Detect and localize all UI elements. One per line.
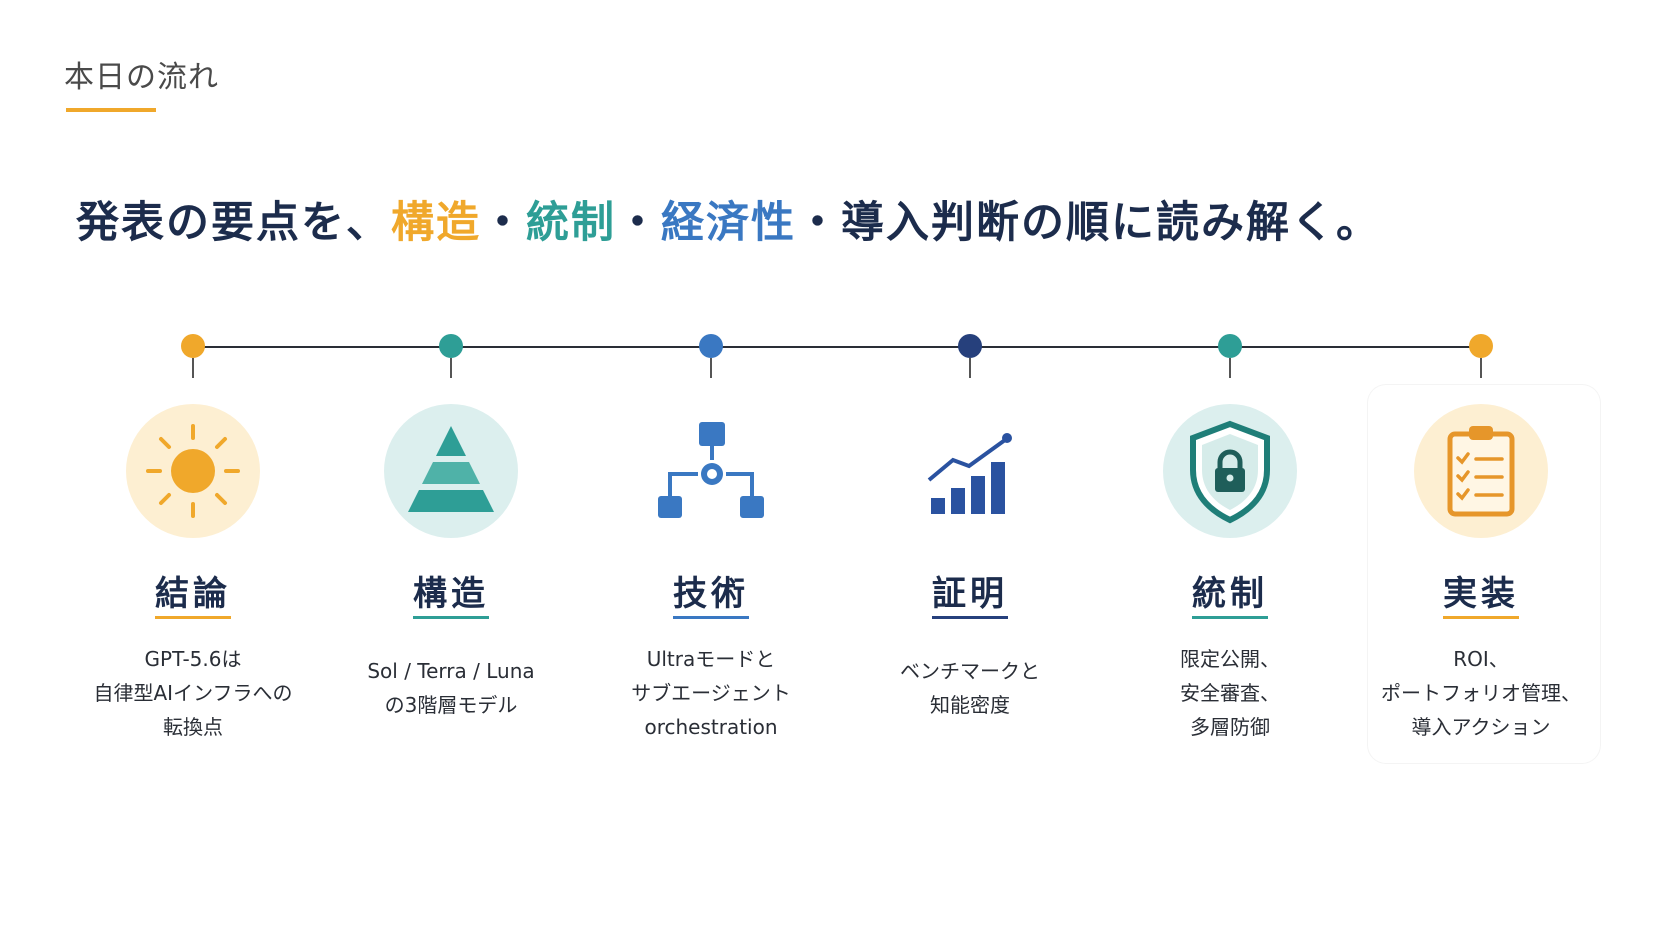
step-description: ベンチマークと 知能密度: [840, 654, 1100, 722]
headline-separator: ・: [481, 198, 526, 248]
timeline-stem: [969, 358, 971, 378]
step-description: ROI、 ポートフォリオ管理、 導入アクション: [1351, 642, 1611, 744]
step-desc-line: Ultraモードと: [646, 647, 776, 671]
step-label: 統制: [1192, 574, 1268, 614]
step-desc-line: ROI、: [1453, 647, 1509, 671]
step-desc-line: の3階層モデル: [384, 693, 518, 717]
step-label: 技術: [673, 574, 749, 614]
headline-keyword-governance: 統制: [526, 198, 616, 248]
step-desc-line: GPT-5.6は: [144, 647, 242, 671]
headline-separator: ・: [616, 198, 661, 248]
timeline-stem: [192, 358, 194, 378]
headline-suffix: の順に読み解く。: [1021, 198, 1381, 248]
headline-separator: ・: [796, 198, 841, 248]
pyramid-icon: [384, 404, 518, 538]
timeline-stem: [1480, 358, 1482, 378]
step-label: 結論: [155, 574, 231, 614]
headline-keyword-economics: 経済性: [661, 198, 796, 248]
timeline-dot: [958, 334, 982, 358]
step-label: 証明: [932, 574, 1008, 614]
title-underline: [66, 108, 156, 112]
step-desc-line: ベンチマークと: [900, 659, 1040, 683]
timeline-dot: [1218, 334, 1242, 358]
step-desc-line: orchestration: [644, 715, 778, 739]
step-underline: [1192, 616, 1268, 619]
timeline-stem: [450, 358, 452, 378]
step-desc-line: 安全審査、: [1180, 681, 1280, 705]
step-desc-line: 自律型AIインフラへの: [93, 681, 293, 705]
step-label: 構造: [413, 574, 489, 614]
step-description: GPT-5.6は 自律型AIインフラへの 転換点: [63, 642, 323, 744]
clipboard-checklist-icon: [1414, 404, 1548, 538]
timeline-stem: [710, 358, 712, 378]
step-desc-line: ポートフォリオ管理、: [1381, 681, 1581, 705]
timeline-dot: [439, 334, 463, 358]
sun-icon: [126, 404, 260, 538]
step-description: 限定公開、 安全審査、 多層防御: [1100, 642, 1360, 744]
step-underline: [932, 616, 1008, 619]
page-title: 本日の流れ: [64, 60, 219, 95]
timeline-dot: [181, 334, 205, 358]
headline-keyword-structure: 構造: [391, 198, 481, 248]
step-desc-line: 知能密度: [930, 693, 1010, 717]
shield-lock-icon: [1163, 404, 1297, 538]
step-desc-line: サブエージェント: [631, 681, 791, 705]
timeline-dot: [1469, 334, 1493, 358]
timeline-line: [193, 346, 1481, 348]
step-description: Sol / Terra / Luna の3階層モデル: [321, 654, 581, 722]
step-underline: [413, 616, 489, 619]
step-underline: [155, 616, 231, 619]
step-desc-line: 多層防御: [1190, 715, 1270, 739]
step-label: 実装: [1443, 574, 1519, 614]
orchestration-icon: [644, 404, 778, 538]
headline: 発表の要点を、構造・統制・経済性・導入判断の順に読み解く。: [76, 188, 1381, 250]
step-desc-line: 転換点: [163, 715, 223, 739]
step-description: Ultraモードと サブエージェント orchestration: [581, 642, 841, 744]
timeline-dot: [699, 334, 723, 358]
timeline-stem: [1229, 358, 1231, 378]
headline-prefix: 発表の要点を、: [76, 198, 391, 248]
growth-chart-icon: [903, 404, 1037, 538]
step-desc-line: 限定公開、: [1180, 647, 1280, 671]
step-desc-line: 導入アクション: [1411, 715, 1551, 739]
step-desc-line: Sol / Terra / Luna: [367, 659, 535, 683]
headline-keyword-decision: 導入判断: [841, 198, 1021, 248]
step-underline: [673, 616, 749, 619]
step-underline: [1443, 616, 1519, 619]
